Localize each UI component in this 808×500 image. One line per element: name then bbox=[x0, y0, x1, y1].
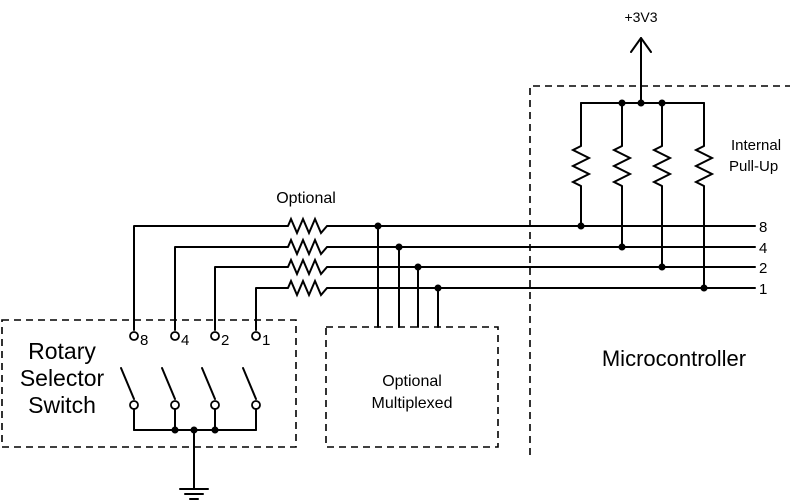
junction-dot bbox=[700, 284, 708, 292]
junction-dot bbox=[577, 222, 585, 230]
multiplexer-label-line1: Optional bbox=[382, 373, 442, 390]
rotary-label-line1: Rotary bbox=[28, 338, 96, 364]
pullup-label-line2: Pull-Up bbox=[729, 158, 778, 175]
signal-line-4 bbox=[174, 237, 756, 331]
junction-dot bbox=[658, 263, 666, 271]
pullup-label-line1: Internal bbox=[731, 137, 781, 154]
line-label-4: 4 bbox=[759, 240, 767, 257]
switch-label-1: 1 bbox=[262, 332, 270, 349]
microcontroller-box bbox=[529, 85, 790, 455]
line-label-1: 1 bbox=[759, 281, 767, 298]
common-bus bbox=[133, 426, 257, 490]
supply-arrow-icon bbox=[630, 37, 652, 104]
pullup-resistor-2 bbox=[651, 102, 673, 268]
line-label-8: 8 bbox=[759, 219, 767, 236]
switch-1 bbox=[242, 331, 261, 431]
junction-dot bbox=[637, 99, 645, 107]
supply-label: +3V3 bbox=[624, 9, 657, 25]
multiplexer-taps bbox=[374, 222, 442, 328]
rotary-switch-box bbox=[1, 319, 297, 448]
switch-2 bbox=[201, 331, 220, 431]
switch-label-8: 8 bbox=[140, 332, 148, 349]
rotary-label-line2: Selector bbox=[20, 365, 105, 391]
multiplexer-label-line2: Multiplexed bbox=[372, 395, 453, 412]
switch-8 bbox=[120, 331, 139, 431]
line-label-2: 2 bbox=[759, 260, 767, 277]
microcontroller-label: Microcontroller bbox=[602, 346, 746, 371]
ground-icon bbox=[179, 488, 209, 500]
pullup-resistor-1 bbox=[693, 102, 715, 289]
signal-line-8 bbox=[133, 216, 756, 331]
switch-label-4: 4 bbox=[181, 332, 189, 349]
switch-4 bbox=[161, 331, 180, 431]
pullup-resistor-8 bbox=[570, 102, 592, 227]
switch-label-2: 2 bbox=[221, 332, 229, 349]
multiplexer-box bbox=[325, 326, 499, 448]
pullup-resistor-4 bbox=[611, 102, 633, 248]
rotary-label-line3: Switch bbox=[28, 392, 96, 418]
junction-dot bbox=[618, 243, 626, 251]
optional-resistor-label: Optional bbox=[276, 190, 336, 207]
signal-line-1 bbox=[255, 278, 756, 331]
